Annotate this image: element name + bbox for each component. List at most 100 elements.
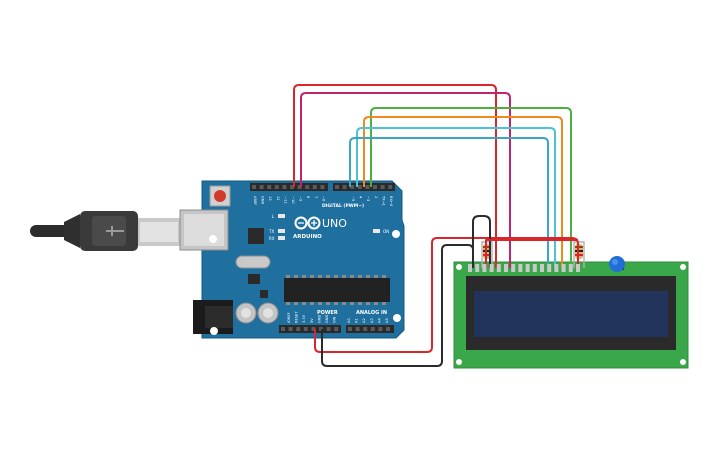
led-l (278, 214, 285, 218)
analog-pin-label: A3 (370, 318, 374, 323)
analog-pin-hole[interactable] (370, 327, 375, 331)
digital-pin-label: ~6 (321, 196, 325, 202)
digital-pin-hole[interactable] (350, 185, 355, 189)
wire-black-loop[interactable] (472, 215, 491, 268)
led-tx-label: TX (268, 229, 274, 234)
wire-magenta[interactable] (300, 92, 511, 268)
wire-teal[interactable] (349, 137, 549, 268)
digital-pin-label: ~9 (299, 196, 303, 202)
lcd-pin[interactable] (496, 264, 501, 272)
analog-pin-label: A2 (362, 318, 366, 323)
wire-red-power[interactable] (314, 237, 579, 353)
digital-pin-hole[interactable] (259, 185, 264, 189)
analog-pin-hole[interactable] (378, 327, 383, 331)
wire-green[interactable] (370, 107, 572, 268)
power-pin-hole[interactable] (296, 327, 301, 331)
power-pin-hole[interactable] (288, 327, 293, 331)
wire-red-short[interactable] (485, 239, 578, 268)
led-l-label: L (272, 214, 275, 219)
digital-pin-label: TX→1 (381, 195, 385, 206)
power-pin-label: IOREF (287, 312, 291, 323)
digital-pin-label: ~5 (351, 196, 355, 201)
power-header[interactable] (279, 325, 341, 333)
lcd-pin[interactable] (576, 264, 580, 272)
analog-header-label: ANALOG IN (356, 310, 387, 316)
led-rx-label: RX (269, 236, 275, 241)
power-pin-hole[interactable] (303, 327, 308, 331)
digital-pin-hole[interactable] (290, 185, 294, 189)
lcd-pin[interactable] (468, 264, 472, 272)
digital-pin-label: 13 (268, 196, 272, 201)
lcd-pin[interactable] (482, 264, 487, 272)
lcd-pin[interactable] (489, 264, 494, 272)
lcd-pin[interactable] (561, 264, 566, 272)
digital-pin-label: 4 (359, 196, 363, 199)
lcd-pin[interactable] (511, 264, 516, 272)
power-pin-hole[interactable] (281, 327, 285, 331)
power-pin-label: VIN (333, 316, 337, 323)
digital-pin-hole[interactable] (305, 185, 310, 189)
lcd-16x2-module[interactable] (453, 261, 689, 369)
wire-red-top[interactable] (293, 84, 497, 268)
digital-pin-hole[interactable] (267, 185, 272, 189)
model-text: UNO (322, 217, 347, 230)
analog-pin-label: A5 (385, 318, 389, 323)
analog-pin-hole[interactable] (355, 327, 360, 331)
digital-pin-hole[interactable] (312, 185, 317, 189)
analog-pin-hole[interactable] (386, 327, 390, 331)
digital-pin-label: RX←0 (389, 196, 393, 207)
lcd-pin[interactable] (554, 264, 559, 272)
lcd-pin[interactable] (540, 264, 544, 272)
analog-header[interactable] (346, 325, 394, 333)
wire-black-gnd[interactable] (321, 244, 474, 367)
digital-pin-hole[interactable] (388, 185, 393, 189)
digital-pin-label: GND (261, 196, 265, 204)
power-pin-label: RESET (295, 311, 299, 323)
usb-cable[interactable] (30, 211, 180, 251)
digital-pin-hole[interactable] (342, 185, 347, 189)
digital-pin-label: ~10 (291, 196, 295, 204)
digital-pin-label: ~3 (366, 196, 370, 201)
potentiometer[interactable] (609, 256, 625, 272)
analog-pin-label: A0 (347, 318, 351, 323)
digital-header-left[interactable] (250, 183, 328, 191)
arduino-logo (294, 216, 321, 230)
wire-cyan[interactable] (356, 127, 556, 268)
analog-pin-label: A1 (355, 318, 359, 323)
analog-pin-hole[interactable] (363, 327, 368, 331)
crystal (235, 255, 271, 269)
digital-pin-hole[interactable] (335, 185, 339, 189)
lcd-pin[interactable] (547, 264, 552, 272)
digital-pin-label: ~11 (283, 196, 287, 204)
lcd-pin[interactable] (532, 264, 537, 272)
digital-pin-hole[interactable] (320, 185, 325, 189)
on-led-label: ON (383, 229, 389, 234)
digital-pin-hole[interactable] (252, 185, 256, 189)
analog-pin-label: A4 (377, 318, 381, 323)
digital-pin-hole[interactable] (274, 185, 279, 189)
power-pin-hole[interactable] (311, 327, 316, 331)
power-pin-hole[interactable] (326, 327, 331, 331)
lcd-pin[interactable] (475, 264, 480, 272)
digital-pin-hole[interactable] (282, 185, 287, 189)
digital-pin-label: 7 (314, 196, 318, 198)
digital-pin-hole[interactable] (373, 185, 377, 189)
analog-pin-hole[interactable] (348, 327, 352, 331)
digital-pin-hole[interactable] (357, 185, 362, 189)
lcd-pin[interactable] (518, 264, 523, 272)
digital-pin-label: 8 (306, 196, 310, 199)
lcd-pin[interactable] (525, 264, 530, 272)
power-pin-hole[interactable] (334, 327, 339, 331)
arduino-uno-board[interactable]: ARDUINO UNO DIGITAL (PWM~) POWER ANALOG … (179, 180, 405, 339)
digital-pin-label: AREF (253, 196, 257, 205)
wire-orange[interactable] (363, 116, 563, 268)
power-pin-label: GND (325, 315, 329, 323)
lcd-pin[interactable] (568, 264, 573, 272)
digital-pin-hole[interactable] (297, 185, 302, 189)
digital-pin-hole[interactable] (380, 185, 385, 189)
atmega-chip (284, 278, 390, 302)
lcd-screen (474, 291, 668, 337)
digital-pin-hole[interactable] (365, 185, 370, 189)
lcd-pin[interactable] (504, 264, 508, 272)
